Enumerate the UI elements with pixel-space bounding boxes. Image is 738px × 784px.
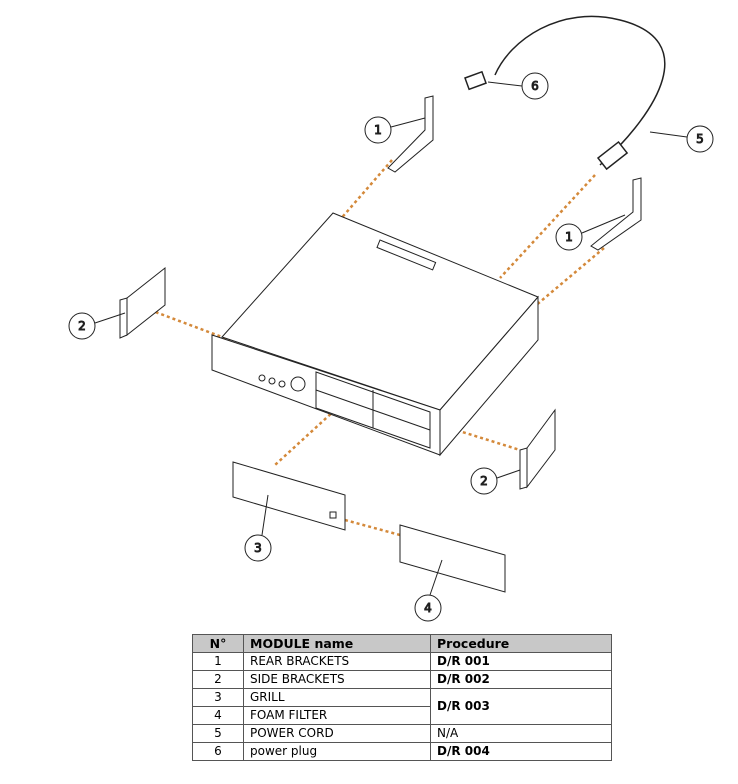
callout-3: 3 [244,534,272,562]
table-row: 2 SIDE BRACKETS D/R 002 [192,670,612,689]
row-number: 3 [192,688,244,707]
callout-4: 4 [414,594,442,622]
svg-text:4: 4 [424,601,432,615]
module-table: N° MODULE name Procedure 1 REAR BRACKETS… [192,634,612,761]
callout-1-top: 1 [364,116,392,144]
table-row: 5 POWER CORD N/A [192,724,612,743]
table-row: 6 power plug D/R 004 [192,742,612,761]
row-module-name: REAR BRACKETS [243,652,431,671]
row-number: 5 [192,724,244,743]
row-number: 6 [192,742,244,761]
table-row: 4 FOAM FILTER [192,706,612,725]
table-header: N° MODULE name Procedure [192,634,612,653]
row-number: 4 [192,706,244,725]
header-module-name: MODULE name [243,634,431,653]
row-procedure: D/R 004 [430,742,612,761]
row-procedure: D/R 002 [430,670,612,689]
row-module-name: SIDE BRACKETS [243,670,431,689]
svg-text:3: 3 [254,541,262,555]
exploded-view-diagram: 1 1 2 2 3 4 5 6 [68,15,714,622]
row-module-name: FOAM FILTER [243,706,431,725]
leader-lines [94,81,688,596]
amplifier-chassis [211,212,539,457]
row-number: 2 [192,670,244,689]
svg-text:2: 2 [78,319,86,333]
svg-text:5: 5 [696,132,704,146]
row-module-name: POWER CORD [243,724,431,743]
svg-text:1: 1 [374,123,382,137]
callout-6: 6 [521,72,549,100]
row-procedure: D/R 003 [430,688,612,725]
callout-1-right: 1 [555,223,583,251]
brackets [119,95,642,490]
svg-text:1: 1 [565,230,573,244]
table-row: 3 GRILL D/R 003 [192,688,612,725]
grill-and-filter [232,461,506,593]
row-procedure: D/R 001 [430,652,612,671]
svg-text:2: 2 [480,474,488,488]
header-number: N° [192,634,244,653]
callout-2-right: 2 [470,467,498,495]
power-cord [464,15,666,171]
row-module-name: power plug [243,742,431,761]
header-procedure: Procedure [430,634,612,653]
row-procedure: N/A [430,724,612,743]
callout-2-left: 2 [68,312,96,340]
svg-text:6: 6 [531,79,539,93]
row-module-name: GRILL [243,688,431,707]
row-number: 1 [192,652,244,671]
table-row: 1 REAR BRACKETS D/R 001 [192,652,612,671]
callout-5: 5 [686,125,714,153]
